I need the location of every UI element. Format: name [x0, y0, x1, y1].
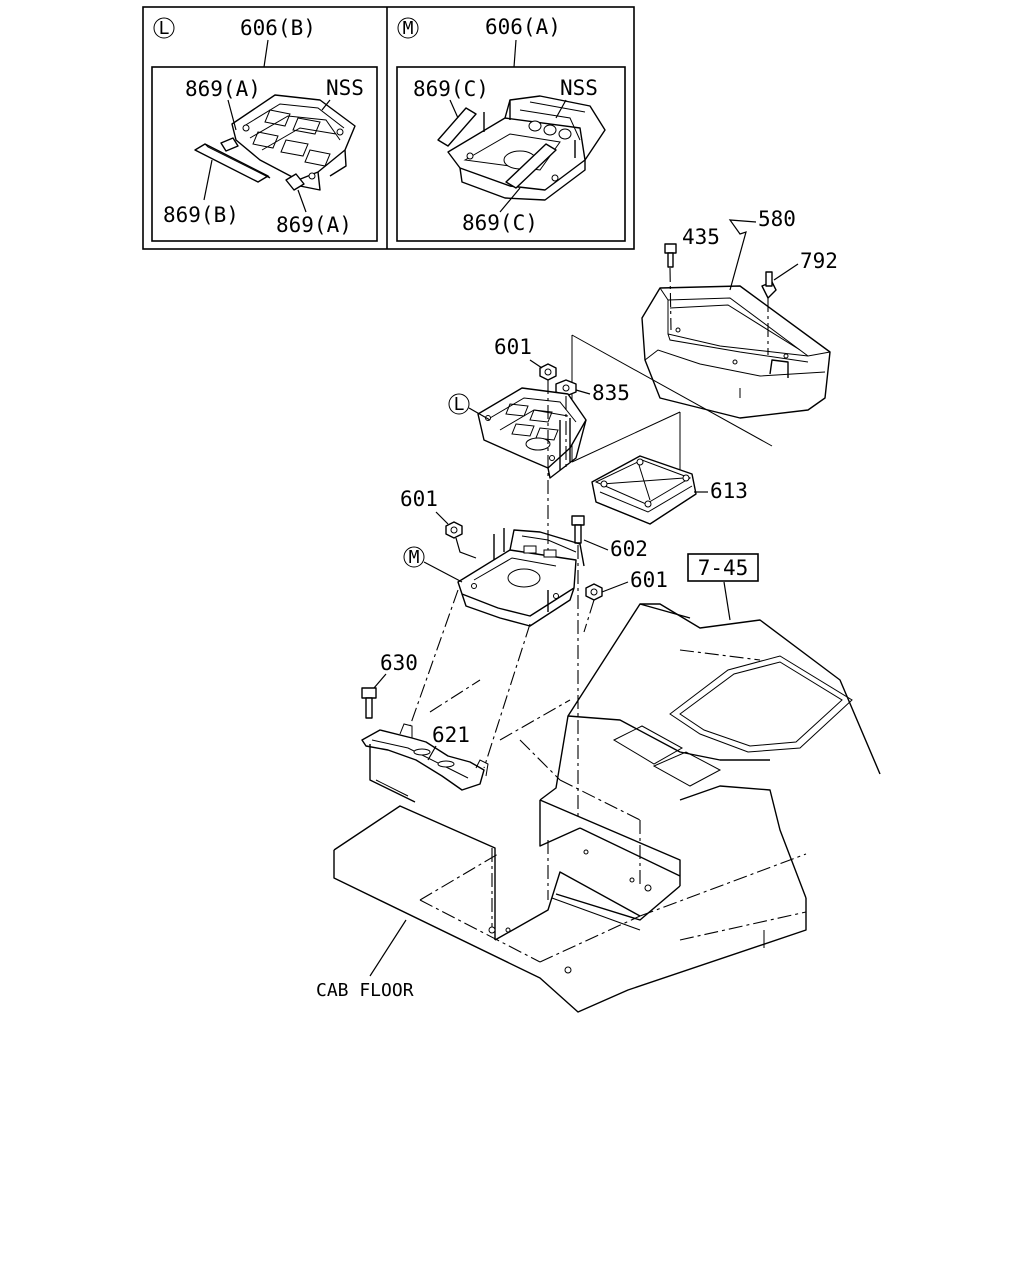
callout-bracket-621: 621 — [432, 723, 470, 747]
reference-box-frame — [687, 553, 759, 582]
callout-ecu: 613 — [710, 479, 748, 503]
inset-right-label-nss: NSS — [560, 76, 598, 100]
marker-lower-bracket: M — [409, 547, 420, 568]
bracket-upper-drawing — [477, 387, 587, 479]
bracket-lower-drawing — [457, 528, 585, 627]
inset-right-bracket-drawing — [437, 95, 606, 201]
inset-right-marker-circle — [397, 17, 419, 39]
callout-nut-835: 835 — [592, 381, 630, 405]
inset-left-marker-circle — [153, 17, 175, 39]
callout-nut-left: 601 — [400, 487, 438, 511]
inset-left: L 606(B) 869(A) NSS 869(B) 869( — [153, 16, 364, 237]
callout-bolt-602: 602 — [610, 537, 648, 561]
inset-right-marker: M — [403, 18, 414, 39]
reference-box: 7-45 — [698, 556, 749, 580]
inset-right-label-bottom-part: 869(C) — [462, 211, 538, 235]
bracket-621-drawing — [361, 723, 489, 791]
inset-right: M 606(A) 869(C) NSS 869(C) — [397, 15, 606, 235]
inset-left-label-strip: 869(B) — [163, 203, 239, 227]
cab-floor-drawing — [333, 603, 881, 1013]
inset-left-marker: L — [159, 18, 170, 39]
inset-right-label-top-part: 869(C) — [413, 77, 489, 101]
marker-upper-bracket-circle — [448, 393, 470, 415]
cover-580-drawing — [641, 285, 831, 419]
nut-601-upper-drawing — [539, 363, 557, 381]
bolt-630-drawing — [361, 687, 377, 719]
clip-792-drawing — [761, 271, 777, 355]
inset-left-label-nss: NSS — [326, 76, 364, 100]
floor-label: CAB FLOOR — [316, 980, 414, 1001]
ecu-613-drawing — [591, 455, 697, 525]
inset-left-label-top-part: 869(A) — [185, 77, 261, 101]
inset-left-bracket-drawing — [194, 94, 356, 191]
marker-lower-bracket-circle — [403, 546, 425, 568]
callout-bolt-top: 435 — [682, 225, 720, 249]
nut-601-left-drawing — [445, 521, 463, 539]
callout-nut-upper: 601 — [494, 335, 532, 359]
marker-upper-bracket: L — [454, 394, 465, 415]
nut-601-right-drawing — [585, 583, 603, 601]
callout-bolt-630: 630 — [380, 651, 418, 675]
callout-clip: 792 — [800, 249, 838, 273]
callout-nut-right: 601 — [630, 568, 668, 592]
bolt-435-drawing — [664, 243, 677, 331]
inset-left-assembly-label: 606(B) — [240, 16, 316, 40]
bolt-602-drawing — [571, 515, 585, 820]
inset-left-label-bottom-part: 869(A) — [276, 213, 352, 237]
callout-cover: 580 — [758, 207, 796, 231]
inset-right-assembly-label: 606(A) — [485, 15, 561, 39]
